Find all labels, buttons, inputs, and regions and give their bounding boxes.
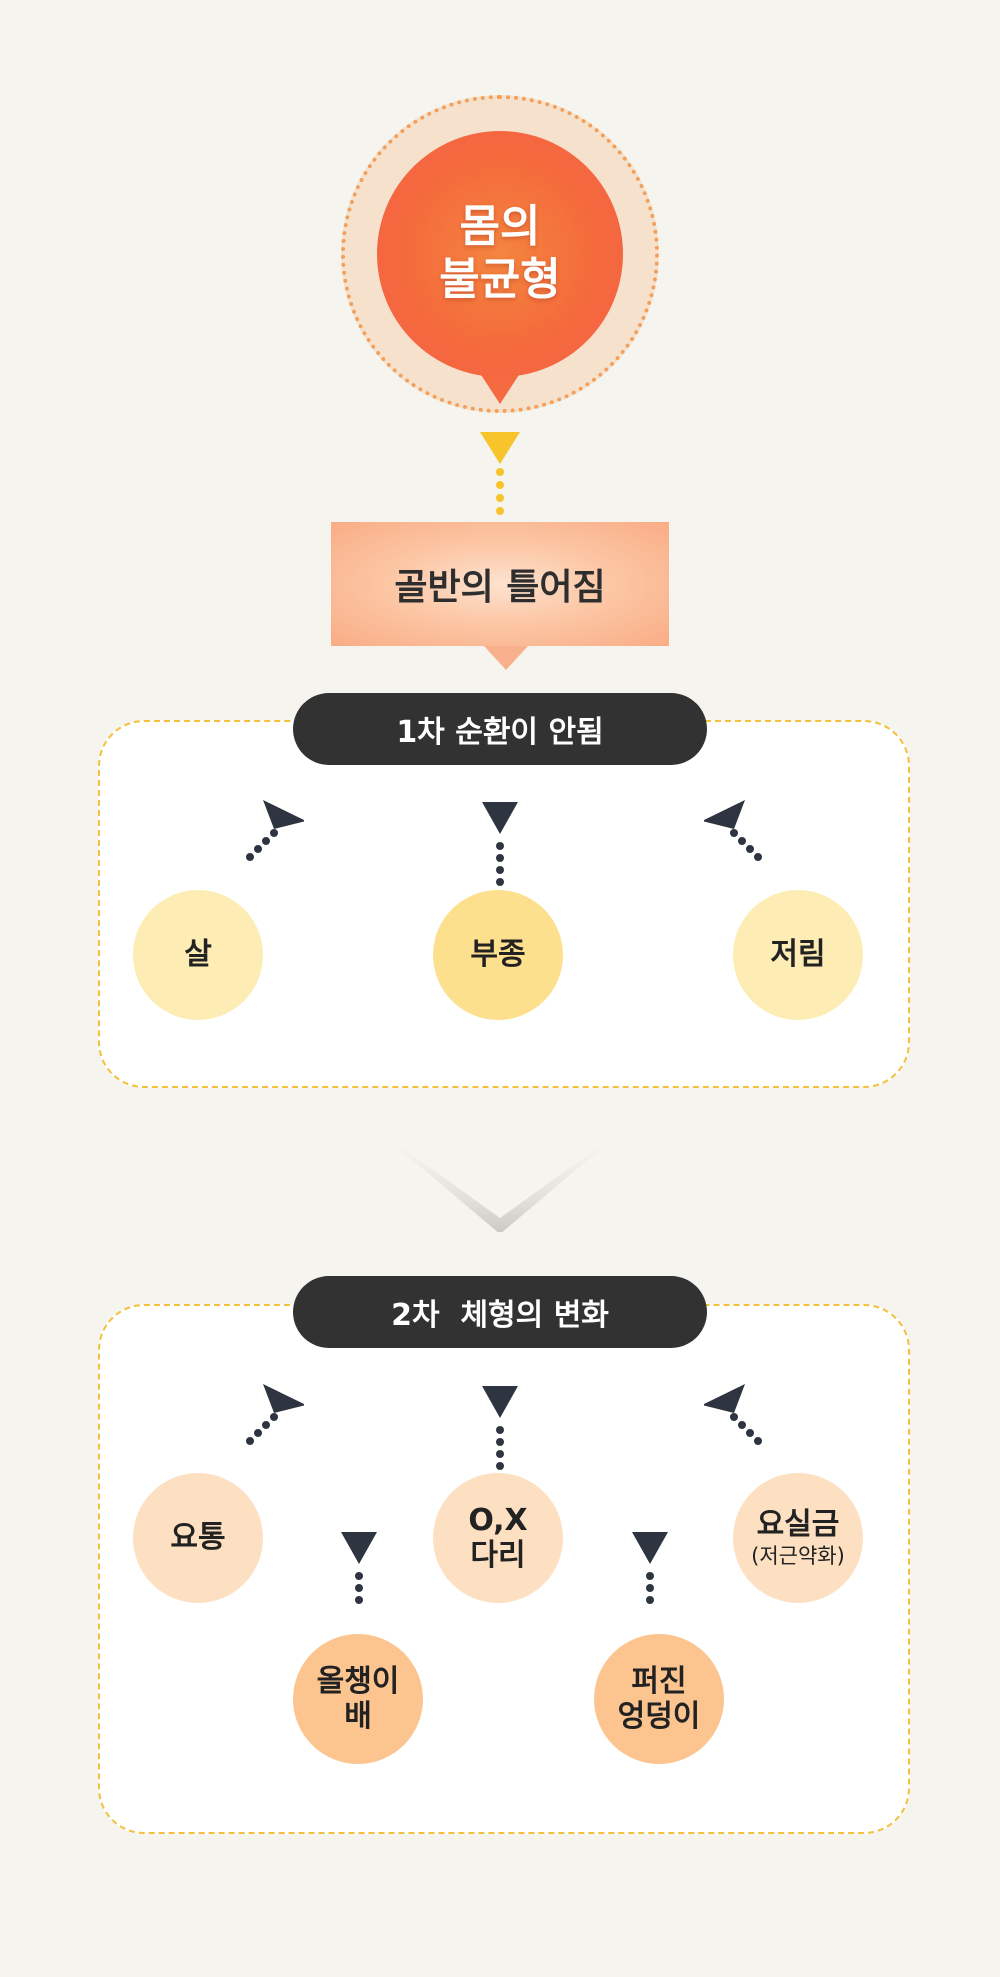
node-back-pain: 요통: [133, 1473, 263, 1603]
node-edema: 부종: [433, 890, 563, 1020]
stage2-title-text: 2차 체형의 변화: [391, 1298, 609, 1333]
stage1-title: 1차 순환이 안됨: [293, 693, 707, 765]
arrow-up-right-icon: [246, 1384, 304, 1445]
chevron-down-icon: [372, 1126, 628, 1232]
node-incontinence-label: 요실금: [756, 1506, 840, 1542]
node-pot-belly-label: 올챙이: [316, 1663, 400, 1699]
pelvis-label: 골반의 틀어짐: [394, 567, 606, 608]
stage1-title-text: 1차 순환이 안됨: [396, 715, 604, 750]
arrow-up-left-icon: [704, 800, 762, 861]
node-edema-label: 부종: [470, 937, 526, 973]
top-circle: 몸의 불균형: [377, 131, 623, 377]
node-pot-belly-label2: 배: [344, 1699, 372, 1734]
node-ox-legs-label: O,X: [468, 1502, 528, 1538]
pelvis-box: 골반의 틀어짐: [331, 522, 669, 646]
node-fat: 살: [133, 890, 263, 1020]
node-numbness-label: 저림: [770, 937, 826, 973]
arrow-down-icon: [632, 1532, 668, 1604]
node-pot-belly: 올챙이 배: [293, 1634, 423, 1764]
node-wide-hips-label2: 엉덩이: [617, 1699, 701, 1734]
arrow-up-left-icon: [704, 1384, 762, 1445]
node-back-pain-label: 요통: [170, 1520, 226, 1556]
node-wide-hips: 퍼진 엉덩이: [594, 1634, 724, 1764]
dotted-connector: [496, 468, 504, 516]
arrow-down-icon: [482, 802, 518, 886]
node-numbness: 저림: [733, 890, 863, 1020]
node-ox-legs: O,X 다리: [433, 1473, 563, 1603]
node-incontinence: 요실금 (저근약화): [733, 1473, 863, 1603]
stage2-title: 2차 체형의 변화: [293, 1276, 707, 1348]
node-fat-label: 살: [184, 937, 212, 973]
node-incontinence-sub: (저근약화): [751, 1544, 845, 1569]
arrow-up-right-icon: [246, 800, 304, 861]
node-wide-hips-label: 퍼진: [631, 1663, 687, 1699]
arrow-down-icon: [341, 1532, 377, 1604]
down-arrow-icon: [480, 432, 520, 464]
top-title: 몸의 불균형: [439, 201, 561, 305]
node-ox-legs-label2: 다리: [470, 1538, 526, 1573]
arrow-down-icon: [482, 1386, 518, 1470]
pelvis-box-tail: [484, 646, 528, 670]
